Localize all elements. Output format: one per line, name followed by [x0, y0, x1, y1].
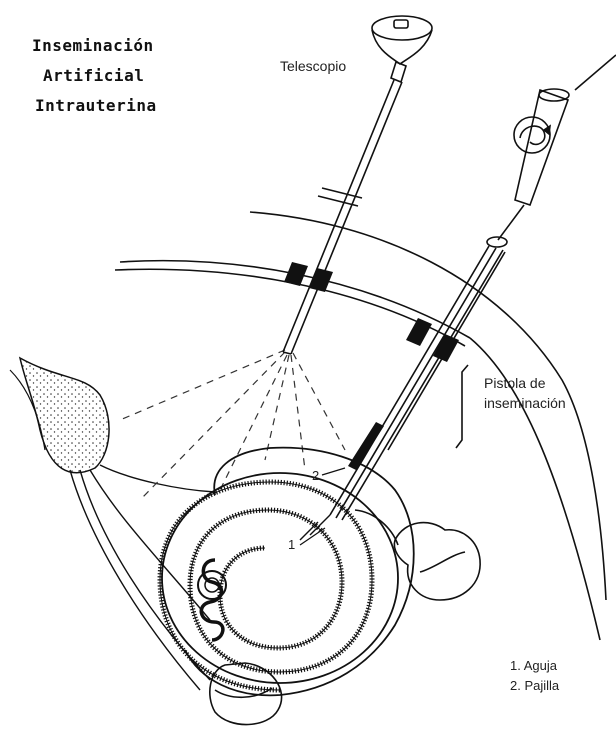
gun-label-line-1: Pistola de — [484, 375, 545, 391]
title-line-1: Inseminación — [32, 36, 154, 55]
right-ovary — [355, 510, 480, 600]
uterus — [162, 448, 414, 696]
title-line-3: Intrauterina — [35, 96, 157, 115]
legend-item-straw: 2. Pajilla — [510, 678, 559, 693]
gun-label-line-2: inseminación — [484, 395, 566, 411]
telescope-label: Telescopio — [280, 58, 346, 74]
straw-marker: 2 — [312, 468, 319, 483]
needle-marker: 1 — [288, 537, 295, 552]
left-ovary — [10, 358, 109, 473]
gun-clamps — [348, 318, 459, 470]
fallopian-tube — [70, 465, 215, 690]
insemination-gun — [330, 55, 616, 520]
uterine-spiral — [160, 482, 372, 690]
legend-item-needle: 1. Aguja — [510, 658, 557, 673]
title-line-2: Artificial — [43, 66, 144, 85]
